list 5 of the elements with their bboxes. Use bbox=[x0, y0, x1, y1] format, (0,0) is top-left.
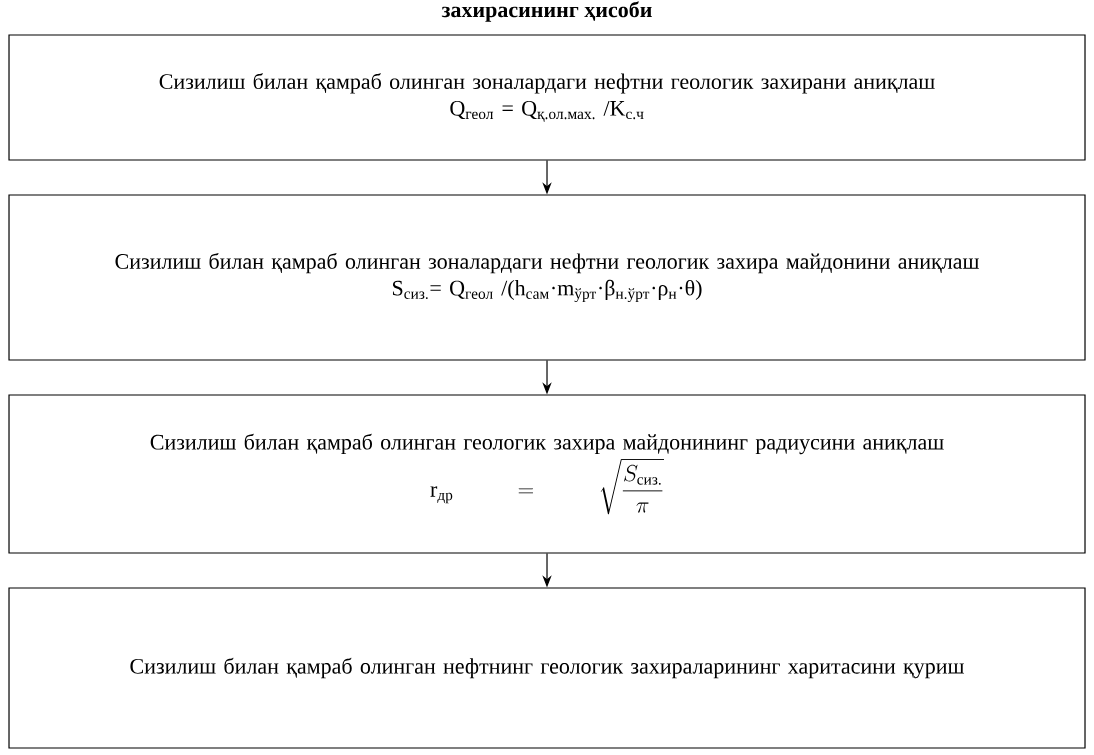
process-box: Сизилиш билан қамраб олинган зоналардаги нефтни геологик захира майдонини аниқлаш S$_{сиз.}$= Q$_{геол}$ /(h$_{сам}$·m$_{ўрт}$·β$_{н.ўрт}$·ρ$_{н}$·θ) bbox=[8, 194, 1086, 361]
heading: захирасининг ҳисоби bbox=[441, 1, 652, 22]
process-box: Сизилиш билан қамраб олинган геологик захира майдонининг радиусини аниқлаш $\mathrm{r}_{\text{др}} = \sqrt{\frac{S_{\text{сиз.}}}{\pi}}$ bbox=[8, 394, 1086, 554]
process-box: Сизилиш билан қамраб олинган зоналардаги нефтни геологик захирани аниқлаш Q$_{геол}$ = Q$_{қ.ол.мах.}$ /K$_{с.ч}$ bbox=[8, 34, 1086, 161]
process-box: Сизилиш билан қамраб олинган нефтнинг геологик захираларининг харитасини қуриш bbox=[8, 587, 1086, 749]
